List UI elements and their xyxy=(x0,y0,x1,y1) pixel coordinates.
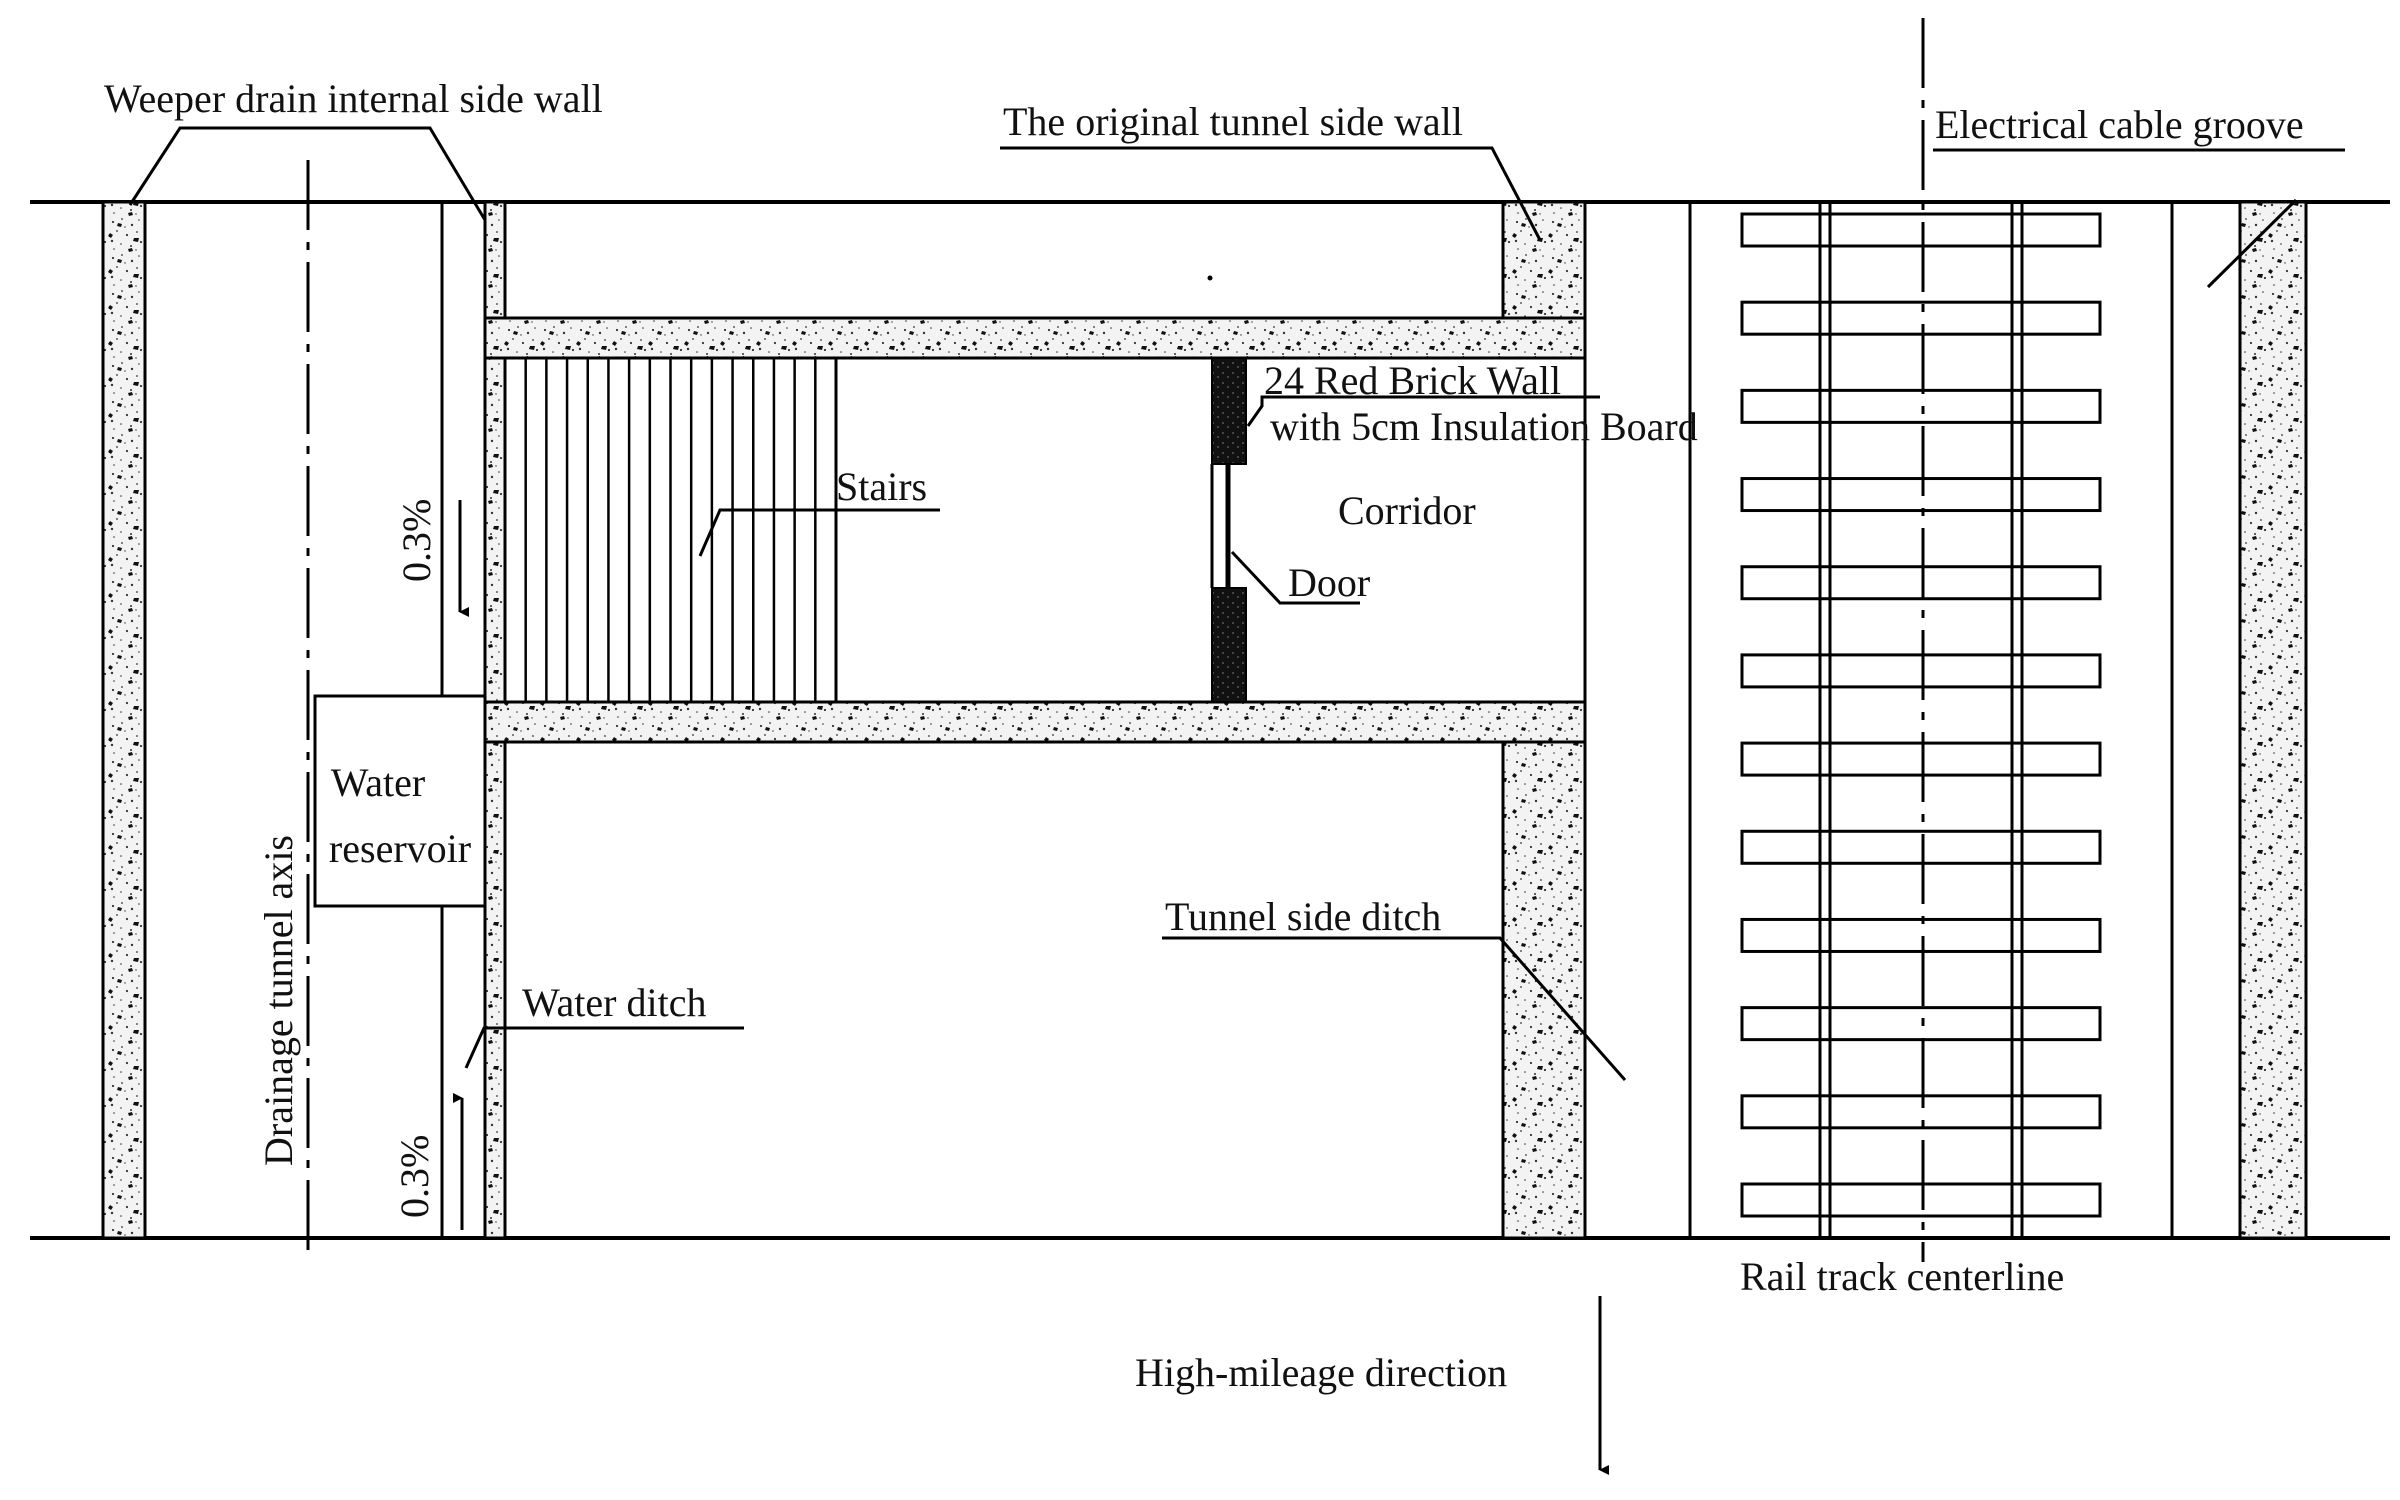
stairs-label: Stairs xyxy=(836,464,927,509)
rail-sleeper xyxy=(1740,653,2102,689)
rail-sleeper xyxy=(1740,917,2102,953)
electrical-cable-groove-wall xyxy=(2238,200,2308,1240)
rail-sleeper xyxy=(1740,1006,2102,1042)
water-ditch-label: Water ditch xyxy=(522,980,706,1025)
original-wall-leader xyxy=(1000,146,1542,241)
lower-passage-slab xyxy=(483,700,1587,744)
weeper-drain-leader xyxy=(128,126,487,221)
rail-sleeper xyxy=(1740,565,2102,601)
weeper-drain-internal-wall-upper xyxy=(483,200,507,704)
weeper-drain-left-wall xyxy=(101,200,147,1240)
brick-wall-label-line1: 24 Red Brick Wall xyxy=(1264,358,1561,403)
slope-label-lower: 0.3% xyxy=(392,1135,437,1218)
rail-sleeper xyxy=(1740,741,2102,777)
rail-sleeper xyxy=(1740,829,2102,865)
electrical-cable-groove-label: Electrical cable groove xyxy=(1935,102,2304,147)
tunnel-side-ditch-leader xyxy=(1162,936,1627,1081)
weeper-drain-internal-wall-lower xyxy=(483,700,507,1240)
rail-sleeper xyxy=(1740,212,2102,248)
brick-wall-upper xyxy=(1211,357,1247,465)
door-label: Door xyxy=(1288,560,1370,605)
original-tunnel-wall-upper xyxy=(1501,200,1587,320)
rail-sleeper xyxy=(1740,1182,2102,1218)
rail-sleeper xyxy=(1740,300,2102,336)
rail-sleepers xyxy=(1740,212,2102,1218)
slope-label-upper: 0.3% xyxy=(394,499,439,582)
stairs xyxy=(524,358,817,702)
stray-dot xyxy=(1207,275,1213,281)
tunnel-side-ditch-label: Tunnel side ditch xyxy=(1165,894,1441,939)
rail-track-centerline-label: Rail track centerline xyxy=(1740,1254,2064,1299)
weeper-drain-wall-label: Weeper drain internal side wall xyxy=(104,76,603,121)
door-leader xyxy=(1230,550,1360,605)
drainage-tunnel-axis-label: Drainage tunnel axis xyxy=(256,835,301,1166)
rail-sleeper xyxy=(1740,477,2102,513)
water-reservoir-label-line1: Water xyxy=(331,760,426,805)
high-mileage-direction-label: High-mileage direction xyxy=(1135,1350,1507,1395)
water-reservoir-label-line2: reservoir xyxy=(329,826,471,871)
brick-wall-label-line2: with 5cm Insulation Board xyxy=(1270,404,1698,449)
rail-sleeper xyxy=(1740,388,2102,424)
water-reservoir-box xyxy=(313,694,487,908)
cable-groove-leader xyxy=(2206,198,2298,289)
brick-wall-leader xyxy=(1246,395,1600,427)
corridor-label: Corridor xyxy=(1338,488,1476,533)
upper-passage-slab xyxy=(483,316,1587,360)
rail-sleeper xyxy=(1740,1094,2102,1130)
stairs-leader xyxy=(698,508,940,557)
original-tunnel-wall-label: The original tunnel side wall xyxy=(1003,99,1463,144)
water-ditch-leader xyxy=(464,1026,744,1069)
brick-wall-lower xyxy=(1211,587,1247,703)
